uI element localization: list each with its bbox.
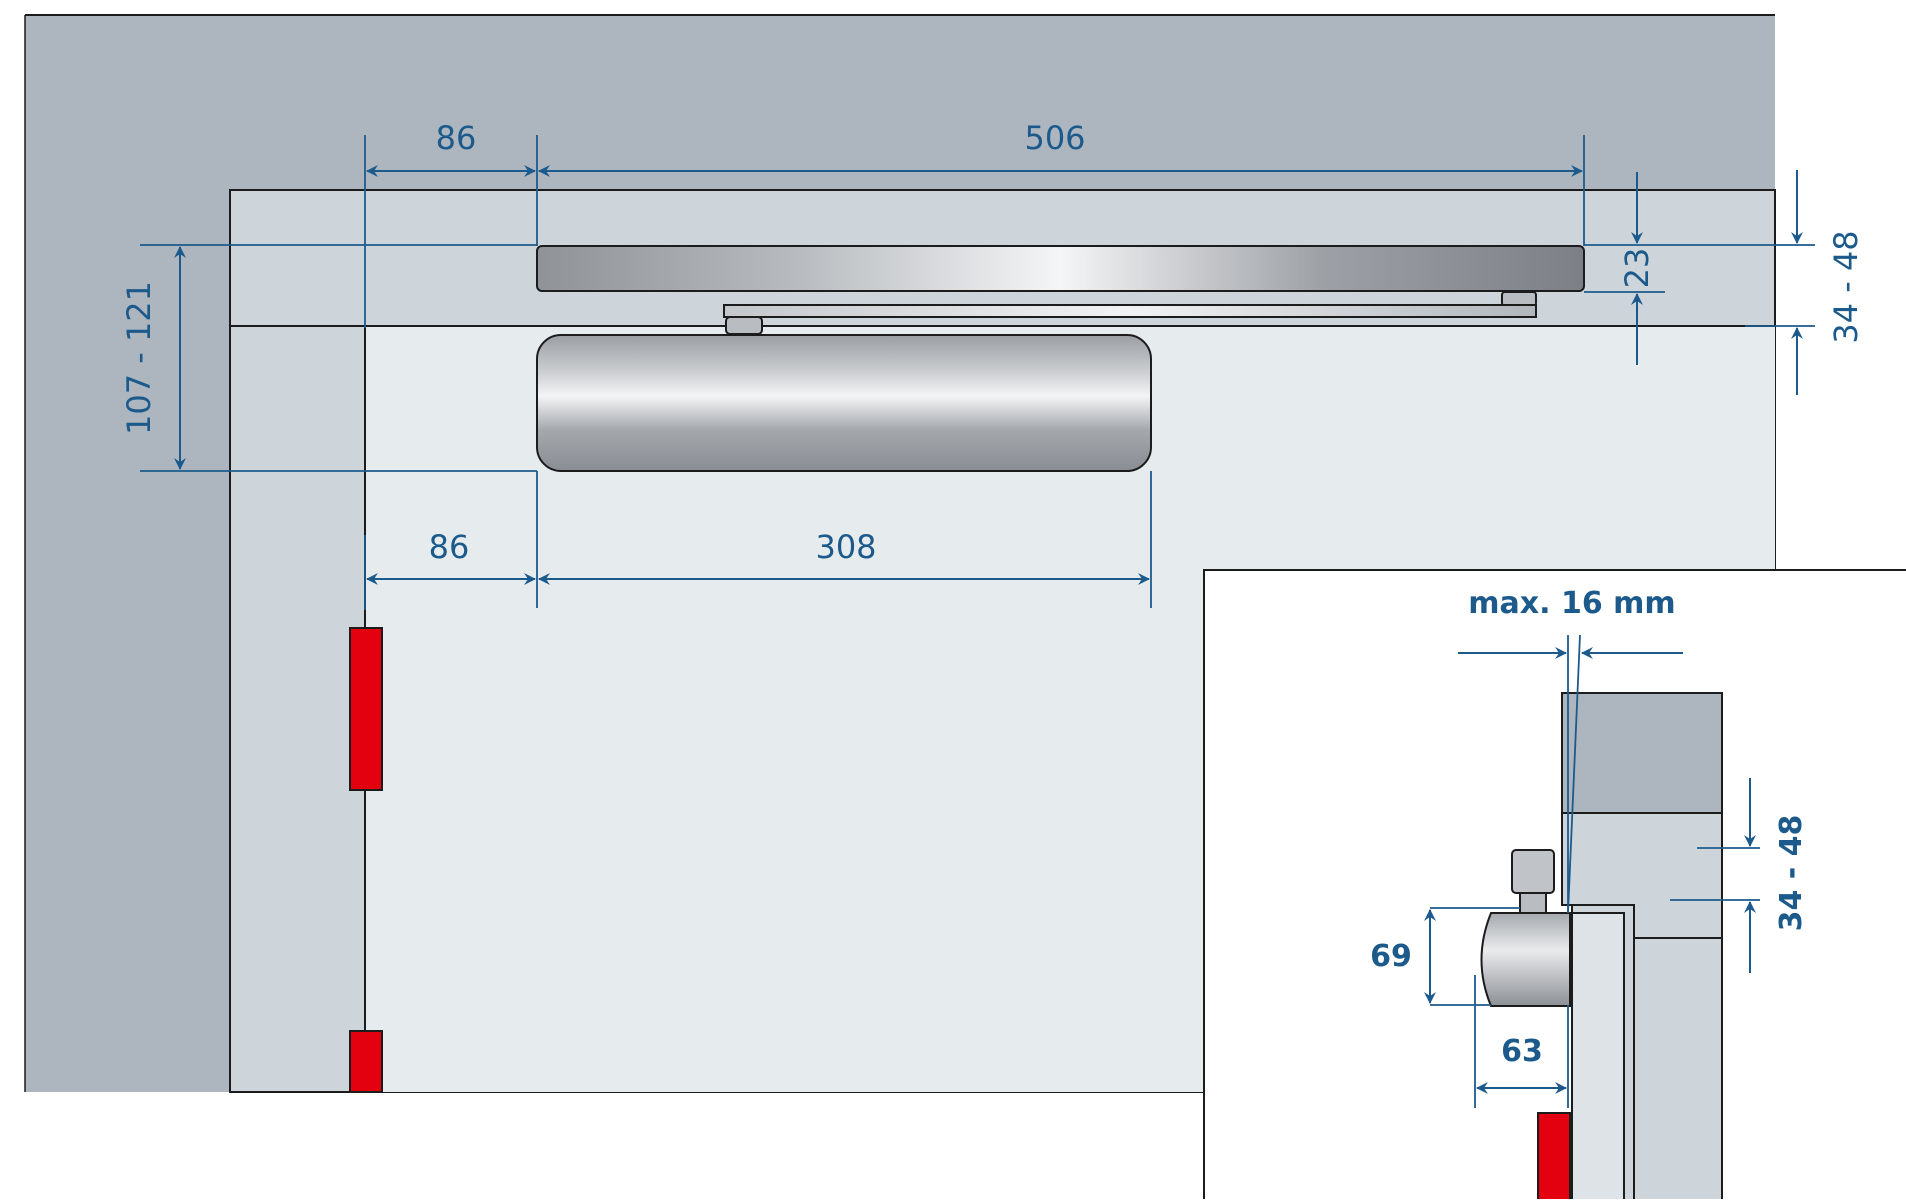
inset-closer-body	[1480, 912, 1571, 1007]
inset-hinge	[1537, 1112, 1571, 1199]
inset-arm-pivot	[1511, 849, 1555, 894]
dim-body-left-offset: 86	[429, 528, 470, 566]
slide-rail	[536, 245, 1585, 292]
inset-mount-range: 34 - 48	[1774, 815, 1809, 932]
arm-pivot	[725, 316, 763, 335]
dim-top-left-offset: 86	[436, 119, 477, 157]
inset-detail: max. 16 mm 69 63 34 - 48	[1203, 569, 1906, 1204]
dim-body-length: 308	[815, 528, 876, 566]
inset-door-leaf	[1571, 912, 1625, 1199]
dim-rail-height: 23	[1618, 248, 1656, 289]
lower-hinge	[349, 1030, 383, 1093]
inset-wall	[1561, 692, 1723, 814]
inset-body-height: 69	[1370, 939, 1412, 974]
inset-body-depth: 63	[1501, 1034, 1543, 1069]
inset-max-gap-label: max. 16 mm	[1468, 586, 1675, 621]
extension-lines	[140, 135, 1815, 610]
dim-mount-height-range: 107 - 121	[120, 281, 158, 435]
upper-hinge	[349, 627, 383, 791]
closer-arm	[723, 304, 1537, 318]
closer-body	[536, 334, 1152, 472]
dim-rail-length: 506	[1024, 119, 1085, 157]
dimension-lines	[174, 165, 1803, 585]
rail-slider-block	[1501, 291, 1537, 307]
dim-rail-mount-range: 34 - 48	[1827, 230, 1865, 343]
